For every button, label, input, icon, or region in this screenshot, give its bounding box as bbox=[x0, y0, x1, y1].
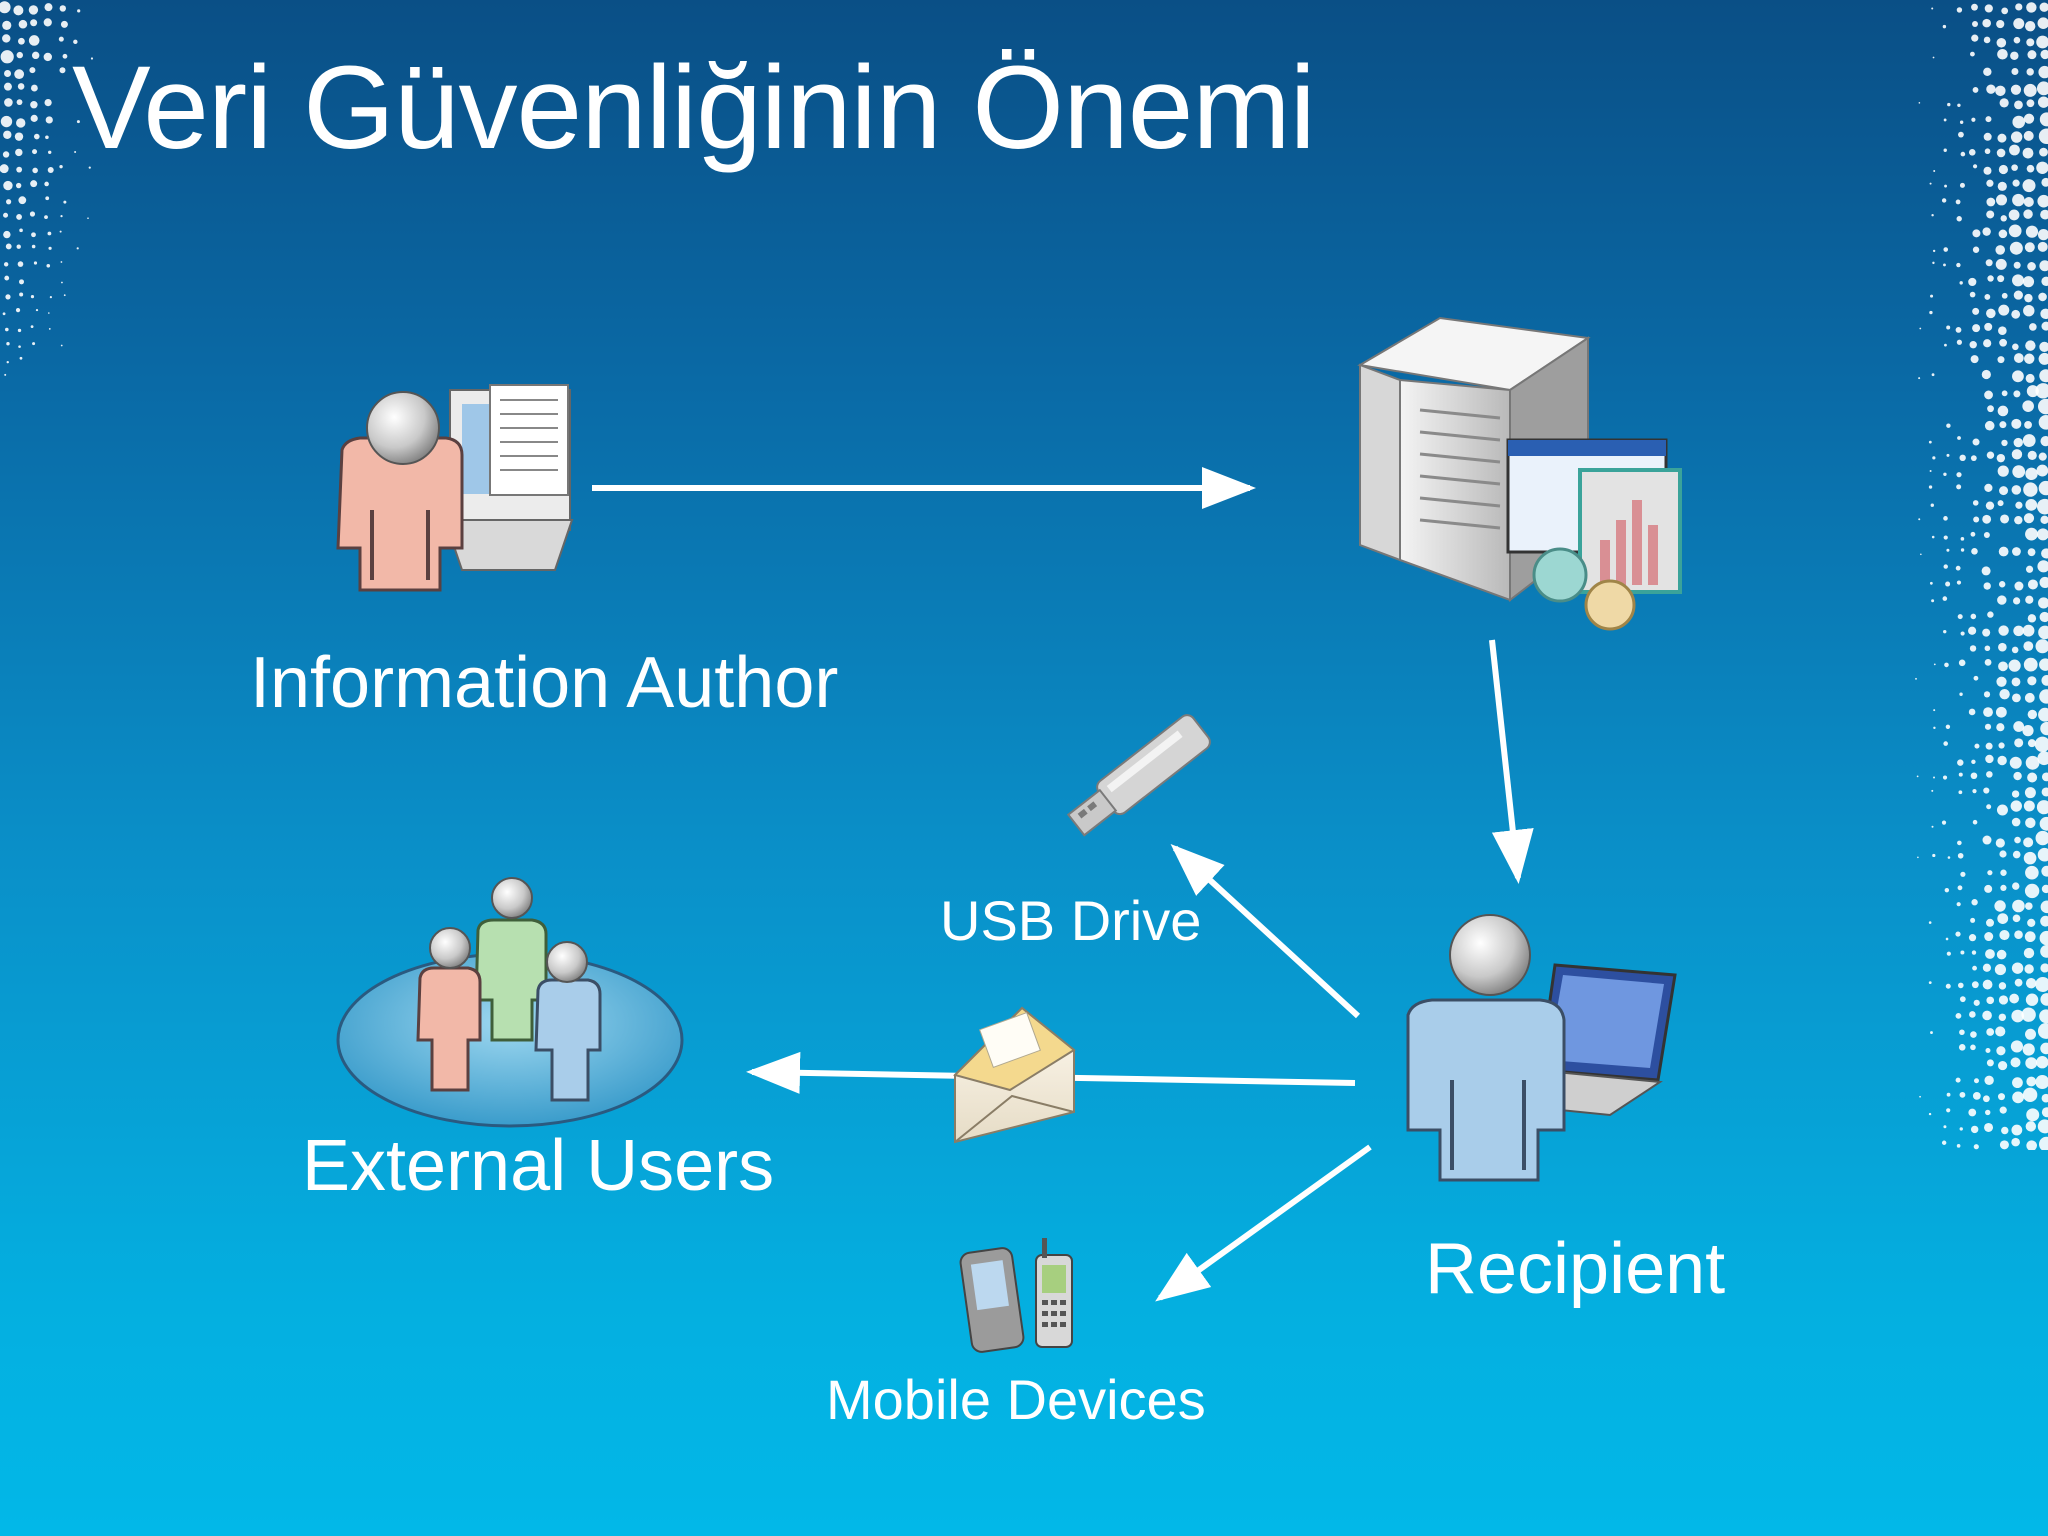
mobile-devices-icon bbox=[959, 1238, 1073, 1353]
mobile-devices-label: Mobile Devices bbox=[826, 1368, 1206, 1431]
envelope-icon bbox=[953, 1006, 1076, 1144]
dot-pattern-right bbox=[1915, 2, 2048, 1150]
recipient-label: Recipient bbox=[1425, 1229, 1726, 1309]
person-laptop-icon bbox=[1406, 914, 1677, 1182]
arrow-recipient-to-mobile bbox=[1155, 1144, 1372, 1302]
information-author-label: Information Author bbox=[250, 643, 839, 723]
usb-drive-icon bbox=[1066, 714, 1211, 837]
person-computer-icon bbox=[336, 384, 574, 592]
external-users-label: External Users bbox=[302, 1126, 775, 1206]
user-group-icon bbox=[336, 877, 684, 1128]
dot-pattern-left bbox=[0, 1, 94, 376]
server-icon bbox=[1357, 316, 1682, 631]
slide-title: Veri Güvenliğinin Önemi bbox=[72, 42, 1316, 174]
usb-drive-label: USB Drive bbox=[940, 889, 1202, 952]
arrow-server-to-recipient bbox=[1489, 639, 1534, 884]
arrow-recipient-to-usb bbox=[1170, 843, 1361, 1019]
